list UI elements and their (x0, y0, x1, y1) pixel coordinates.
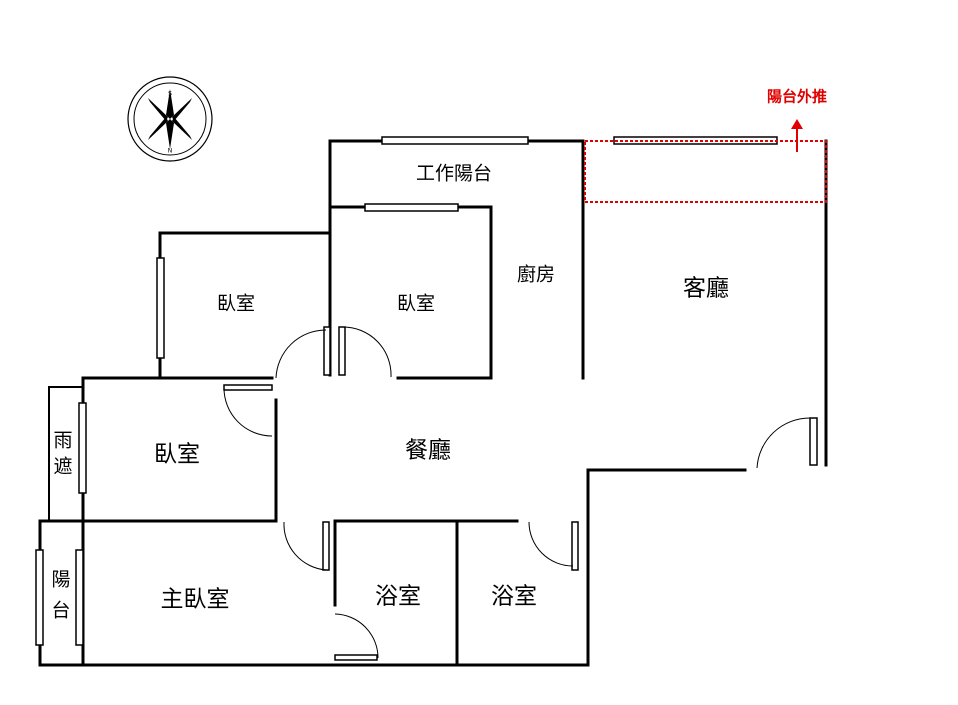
window (809, 417, 818, 466)
window (381, 136, 529, 145)
room-label-bedroom-left: 臥室 (154, 442, 200, 468)
windows (35, 136, 818, 646)
door-leaf (223, 384, 273, 391)
room-label-balcony-1: 陽 (51, 569, 70, 591)
room-label-rain-shelter-2: 遮 (53, 456, 72, 478)
room-label-dining-room: 餐廳 (405, 438, 451, 464)
window (35, 549, 44, 646)
compass-rose-icon: S N (127, 76, 213, 162)
door-swing (756, 417, 811, 469)
door-swing (275, 329, 327, 379)
window (571, 521, 579, 571)
door-swing (283, 521, 327, 571)
door-swing (334, 613, 379, 659)
room-label-bathroom-1: 浴室 (375, 584, 421, 610)
balcony-extension-annotation: 陽台外推 (584, 88, 827, 203)
doors (223, 326, 811, 661)
door-leaf (334, 654, 378, 661)
door-swing (223, 387, 273, 437)
door-swing (528, 521, 574, 567)
room-label-kitchen: 廚房 (517, 263, 555, 286)
room-label-master-bedroom: 主臥室 (161, 587, 230, 613)
room-label-bedroom-center: 臥室 (397, 293, 435, 315)
room-label-bathroom-2: 浴室 (491, 584, 537, 610)
door-swing (342, 326, 392, 378)
room-label-living-room: 客廳 (683, 276, 729, 302)
window (323, 326, 331, 376)
window (364, 203, 459, 212)
compass-south-letter: S (168, 91, 172, 98)
window (156, 257, 165, 359)
window (322, 521, 330, 571)
walls (38, 139, 828, 667)
window (338, 326, 346, 376)
balcony-push-out-label: 陽台外推 (767, 88, 827, 106)
room-label-balcony-2: 台 (51, 600, 70, 622)
room-label-bedroom-west: 臥室 (217, 293, 255, 315)
window (75, 549, 84, 646)
window (78, 402, 87, 494)
room-label-rain-shelter-1: 雨 (53, 430, 72, 452)
arrow-up-icon (791, 119, 803, 129)
room-labels: 工作陽台 廚房 客廳 臥室 臥室 臥室 餐廳 主臥室 浴室 浴室 雨 遮 陽 台 (51, 163, 729, 622)
compass-north-letter: N (168, 148, 173, 155)
room-label-work-balcony: 工作陽台 (416, 163, 492, 185)
